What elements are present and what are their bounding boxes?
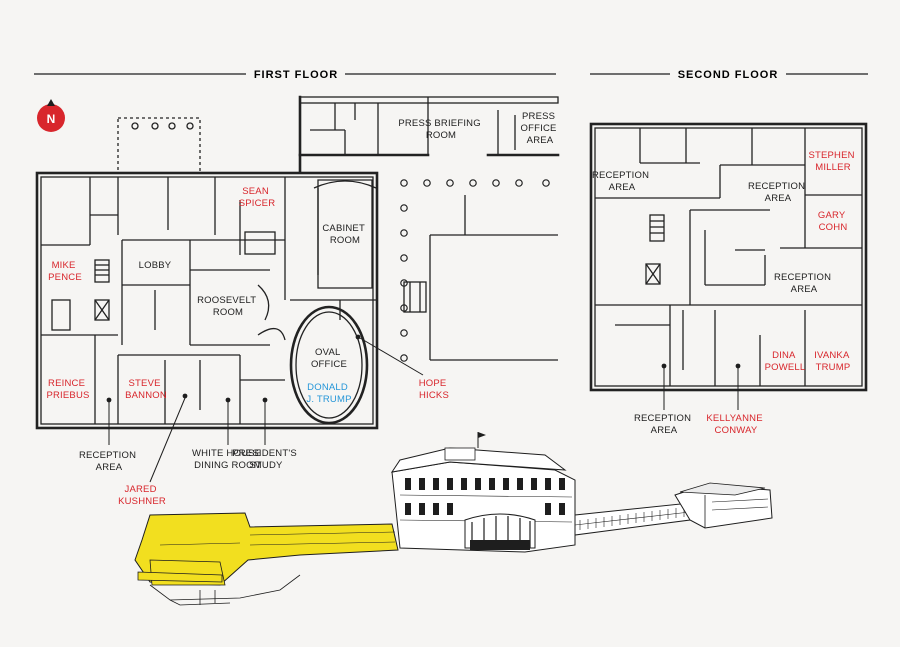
steve-bannon-label: STEVE BANNON bbox=[125, 378, 167, 401]
stephen-miller-label: STEPHEN MILLER bbox=[808, 150, 857, 173]
window bbox=[531, 478, 537, 490]
stairs-icon bbox=[94, 259, 110, 283]
window bbox=[517, 478, 523, 490]
oval-office-label: OVAL OFFICE bbox=[311, 347, 347, 370]
cabinet-room-label: CABINET ROOM bbox=[322, 223, 367, 246]
second-floor-header: SECOND FLOOR bbox=[590, 69, 868, 81]
press-office-area-label: PRESS OFFICE AREA bbox=[521, 111, 560, 146]
colonnade-columns bbox=[400, 179, 550, 362]
compass-letter: N bbox=[47, 112, 56, 126]
east-colonnade bbox=[574, 502, 691, 536]
second-floor-plan bbox=[589, 122, 868, 392]
main-residence bbox=[390, 432, 576, 553]
window bbox=[461, 478, 467, 490]
reception-area-center-label: RECEPTION AREA bbox=[774, 272, 834, 295]
window bbox=[433, 503, 439, 515]
oval-office bbox=[289, 305, 369, 425]
donald-trump-label: DONALD J. TRUMP bbox=[306, 382, 351, 405]
column-dot bbox=[400, 354, 408, 362]
sean-spicer-label: SEAN SPICER bbox=[239, 186, 276, 209]
stairs-icon bbox=[649, 214, 665, 242]
dining-room-callout: WHITE HOUSE DINING ROOM bbox=[192, 448, 264, 471]
column-dot bbox=[400, 229, 408, 237]
north-arrow-icon: N bbox=[37, 99, 65, 132]
gary-cohn-label: GARY COHN bbox=[818, 210, 848, 233]
west-colonnade bbox=[403, 195, 558, 361]
column-dot bbox=[400, 254, 408, 262]
roosevelt-room-label: ROOSEVELT ROOM bbox=[197, 295, 259, 318]
first-floor-room-labels: PRESS BRIEFING ROOM PRESS OFFICE AREA CA… bbox=[139, 111, 560, 370]
reince-priebus-label: REINCE PRIEBUS bbox=[46, 378, 89, 401]
column-dot bbox=[469, 179, 477, 187]
kellyanne-conway-label: KELLYANNE CONWAY bbox=[706, 413, 765, 436]
interior-walls bbox=[41, 177, 286, 424]
column-dot bbox=[446, 179, 454, 187]
dina-powell-label: DINA POWELL bbox=[765, 350, 806, 373]
residence-windows bbox=[405, 478, 565, 515]
east-wing bbox=[674, 482, 773, 529]
window bbox=[419, 503, 425, 515]
first-floor-staff-labels: SEAN SPICER MIKE PENCE REINCE PRIEBUS ST… bbox=[46, 186, 450, 507]
press-briefing-room-label: PRESS BRIEFING ROOM bbox=[398, 118, 483, 141]
second-floor-staff-labels: STEPHEN MILLER GARY COHN DINA POWELL IVA… bbox=[706, 150, 857, 436]
reception-area-callout: RECEPTION AREA bbox=[79, 450, 139, 473]
window bbox=[447, 478, 453, 490]
second-floor-title: SECOND FLOOR bbox=[678, 69, 779, 81]
column-dot bbox=[400, 329, 408, 337]
column-dot bbox=[400, 304, 408, 312]
window bbox=[405, 478, 411, 490]
second-floor-room-labels: RECEPTION AREA RECEPTION AREA RECEPTION … bbox=[592, 170, 834, 295]
first-floor-plan bbox=[35, 95, 560, 430]
second-floor-callouts: RECEPTION AREA bbox=[634, 363, 694, 436]
presidents-study-callout: PRESIDENT'S STUDY bbox=[232, 448, 300, 471]
first-floor-callouts: RECEPTION AREA WHITE HOUSE DINING ROOM P… bbox=[79, 334, 424, 483]
window bbox=[419, 478, 425, 490]
column-dot bbox=[515, 179, 523, 187]
column-dot bbox=[492, 179, 500, 187]
cabinet-room bbox=[290, 179, 377, 320]
column-dot bbox=[400, 204, 408, 212]
jared-kushner-label: JARED KUSHNER bbox=[118, 484, 166, 507]
column-dot bbox=[400, 279, 408, 287]
column-dot bbox=[423, 179, 431, 187]
reception-area-left-label: RECEPTION AREA bbox=[592, 170, 652, 193]
window bbox=[489, 478, 495, 490]
lobby-label: LOBBY bbox=[139, 260, 172, 271]
column-dot bbox=[400, 179, 408, 187]
column-dot bbox=[542, 179, 550, 187]
reception-area-mid-label: RECEPTION AREA bbox=[748, 181, 808, 204]
window bbox=[559, 478, 565, 490]
reception-area-below-callout: RECEPTION AREA bbox=[634, 413, 694, 436]
west-wing-highlight bbox=[134, 512, 399, 586]
hope-hicks-label: HOPE HICKS bbox=[419, 378, 450, 401]
window bbox=[545, 503, 551, 515]
window bbox=[475, 478, 481, 490]
press-wing bbox=[298, 95, 560, 174]
window bbox=[545, 478, 551, 490]
terraces bbox=[149, 574, 301, 606]
mike-pence-label: MIKE PENCE bbox=[48, 260, 82, 283]
ivanka-trump-label: IVANKA TRUMP bbox=[814, 350, 852, 373]
window bbox=[433, 478, 439, 490]
white-house-illustration bbox=[134, 432, 773, 606]
window bbox=[405, 503, 411, 515]
window bbox=[503, 478, 509, 490]
window bbox=[559, 503, 565, 515]
first-floor-header: FIRST FLOOR bbox=[34, 69, 556, 81]
first-floor-title: FIRST FLOOR bbox=[254, 69, 338, 81]
window bbox=[447, 503, 453, 515]
